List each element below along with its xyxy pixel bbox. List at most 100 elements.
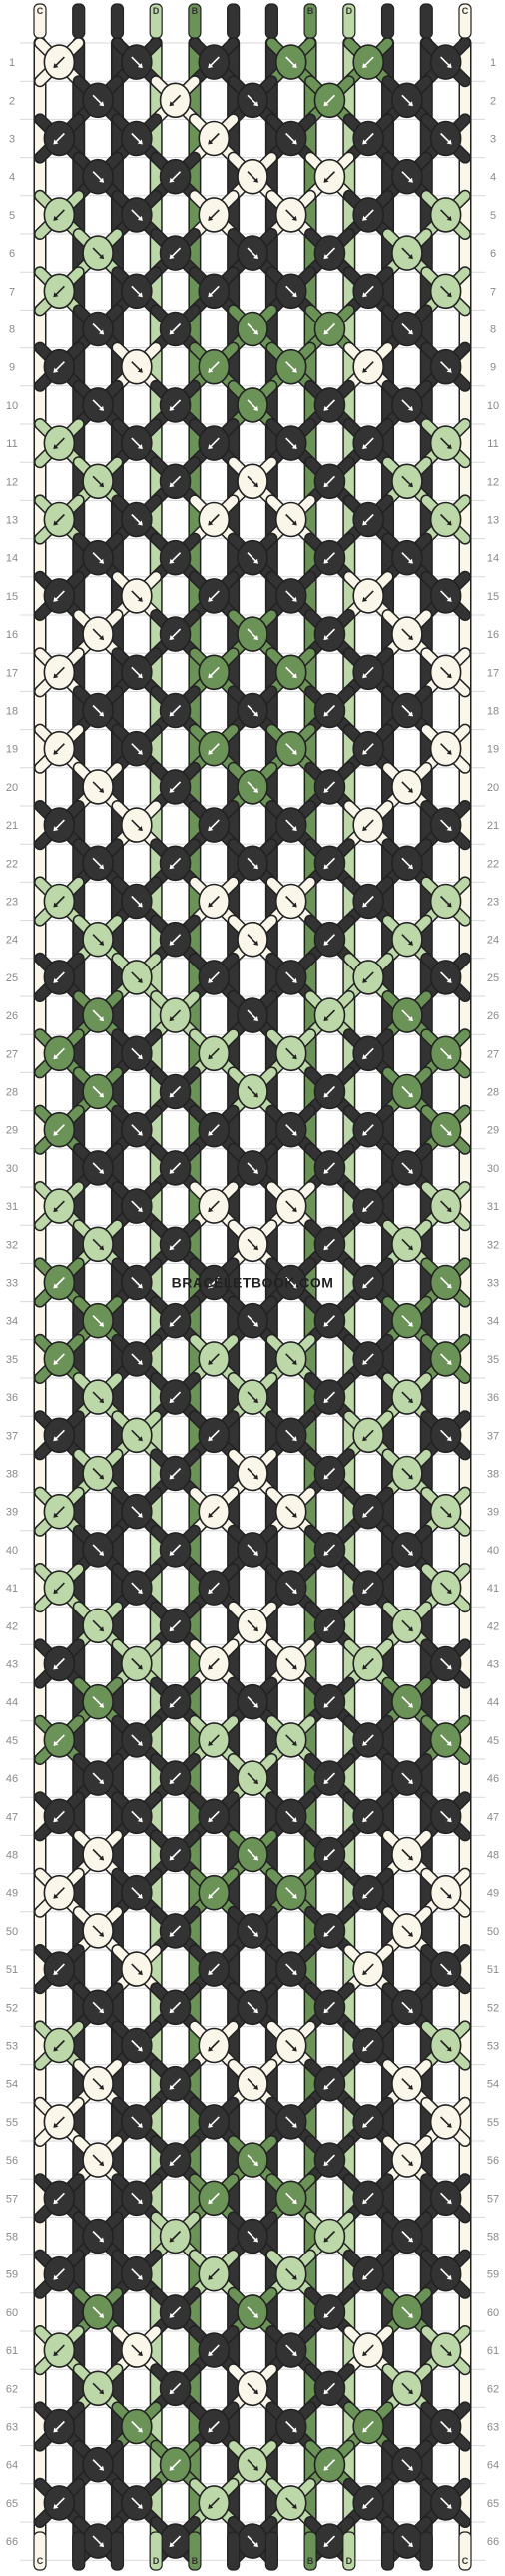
strand-end-bottom [264, 2531, 278, 2571]
knot [391, 82, 423, 119]
knot [313, 2446, 346, 2483]
knot-arrowhead [253, 1245, 258, 1251]
knot [352, 44, 384, 80]
knot-arrowhead [53, 367, 59, 373]
knot-arrowhead [99, 1398, 105, 1404]
row-number-left: 42 [6, 1620, 18, 1632]
row-number-right: 47 [487, 1811, 499, 1823]
knot [429, 1722, 462, 1758]
knot [159, 2218, 192, 2254]
knot [43, 1341, 76, 1377]
row-number-left: 45 [6, 1735, 18, 1747]
knot-arrowhead [99, 482, 105, 488]
knot-arrowhead [53, 2503, 59, 2509]
knot-arrowhead [323, 1702, 329, 1708]
knot-arrowhead [169, 787, 175, 793]
knot [121, 883, 153, 920]
knot [237, 235, 268, 271]
knot-arrowhead [208, 1970, 214, 1976]
knot [82, 1913, 114, 1949]
row-number-right: 20 [487, 782, 499, 794]
knot-arrowhead [53, 2274, 59, 2280]
knot-arrowhead [362, 2122, 368, 2128]
knot-arrowhead [446, 977, 452, 983]
knot [82, 463, 114, 500]
knot-arrowhead [362, 1664, 368, 1670]
watermark: BRACELETBOOK.COM [172, 1275, 334, 1291]
knot [391, 1608, 423, 1644]
knot-arrowhead [253, 254, 258, 260]
knot-arrowhead [407, 940, 413, 946]
knot [313, 2142, 346, 2178]
knot [274, 1722, 307, 1758]
knot [121, 197, 153, 233]
knot [159, 921, 192, 958]
knot-arrowhead [407, 1092, 413, 1098]
strand-end-bottom [419, 2531, 433, 2571]
knot-arrowhead [53, 1207, 59, 1213]
knot-arrowhead [99, 787, 105, 793]
knot-arrowhead [362, 1130, 368, 1136]
knot [43, 578, 76, 614]
knot [352, 1188, 384, 1224]
row-number-left: 27 [6, 1048, 18, 1060]
row-number-left: 9 [9, 362, 15, 374]
knot-arrowhead [362, 596, 368, 602]
knot-arrowhead [253, 177, 258, 183]
row-number-right: 66 [487, 2536, 499, 2548]
knot [352, 807, 384, 843]
knot-arrowhead [253, 2389, 258, 2395]
knot [237, 1760, 268, 1796]
knot [159, 539, 192, 576]
knot [313, 1532, 346, 1568]
knot-arrowhead [169, 864, 175, 870]
strand-end-top [72, 3, 86, 39]
row-number-right: 64 [487, 2460, 499, 2472]
strand-label-top: A [268, 6, 275, 16]
knot-arrowhead [446, 2503, 452, 2509]
knot [159, 1302, 192, 1339]
knot [43, 1188, 76, 1224]
knot [274, 1951, 307, 1987]
knot [391, 1913, 423, 1949]
strand-label-bottom: A [230, 2556, 237, 2566]
row-number-right: 56 [487, 2155, 499, 2167]
strand-label-top: D [346, 6, 353, 16]
knot [159, 1532, 192, 1568]
knot-arrowhead [253, 864, 258, 870]
knot-arrowhead [291, 1664, 297, 1670]
row-number-right: 54 [487, 2079, 499, 2091]
knot [352, 197, 384, 233]
knot [429, 425, 462, 461]
knot [82, 997, 114, 1033]
knot-arrowhead [323, 1626, 329, 1632]
knot [391, 1532, 423, 1568]
knot [198, 44, 231, 80]
knot [352, 1264, 384, 1301]
knot-arrowhead [323, 940, 329, 946]
knot [43, 654, 76, 691]
row-number-left: 14 [6, 553, 18, 565]
strand-end-top [264, 3, 278, 39]
knot [391, 1836, 423, 1873]
knot [198, 1341, 231, 1377]
row-number-right: 5 [490, 210, 496, 222]
knot [274, 1035, 307, 1072]
knot [429, 883, 462, 920]
knot [198, 1417, 231, 1454]
strand-end-bottom [188, 2531, 202, 2571]
row-number-right: 24 [487, 935, 499, 947]
knot [121, 2027, 153, 2064]
knot [198, 425, 231, 461]
knot [429, 197, 462, 233]
knot [43, 807, 76, 843]
knot-arrowhead [253, 1092, 258, 1098]
knot [198, 1874, 231, 1911]
knot [43, 1035, 76, 1072]
knot-arrowhead [169, 940, 175, 946]
knot [352, 730, 384, 767]
knot [237, 1150, 268, 1186]
knot-arrowhead [99, 1016, 105, 1022]
knot-arrowhead [169, 482, 175, 488]
knot-arrowhead [323, 2084, 329, 2090]
